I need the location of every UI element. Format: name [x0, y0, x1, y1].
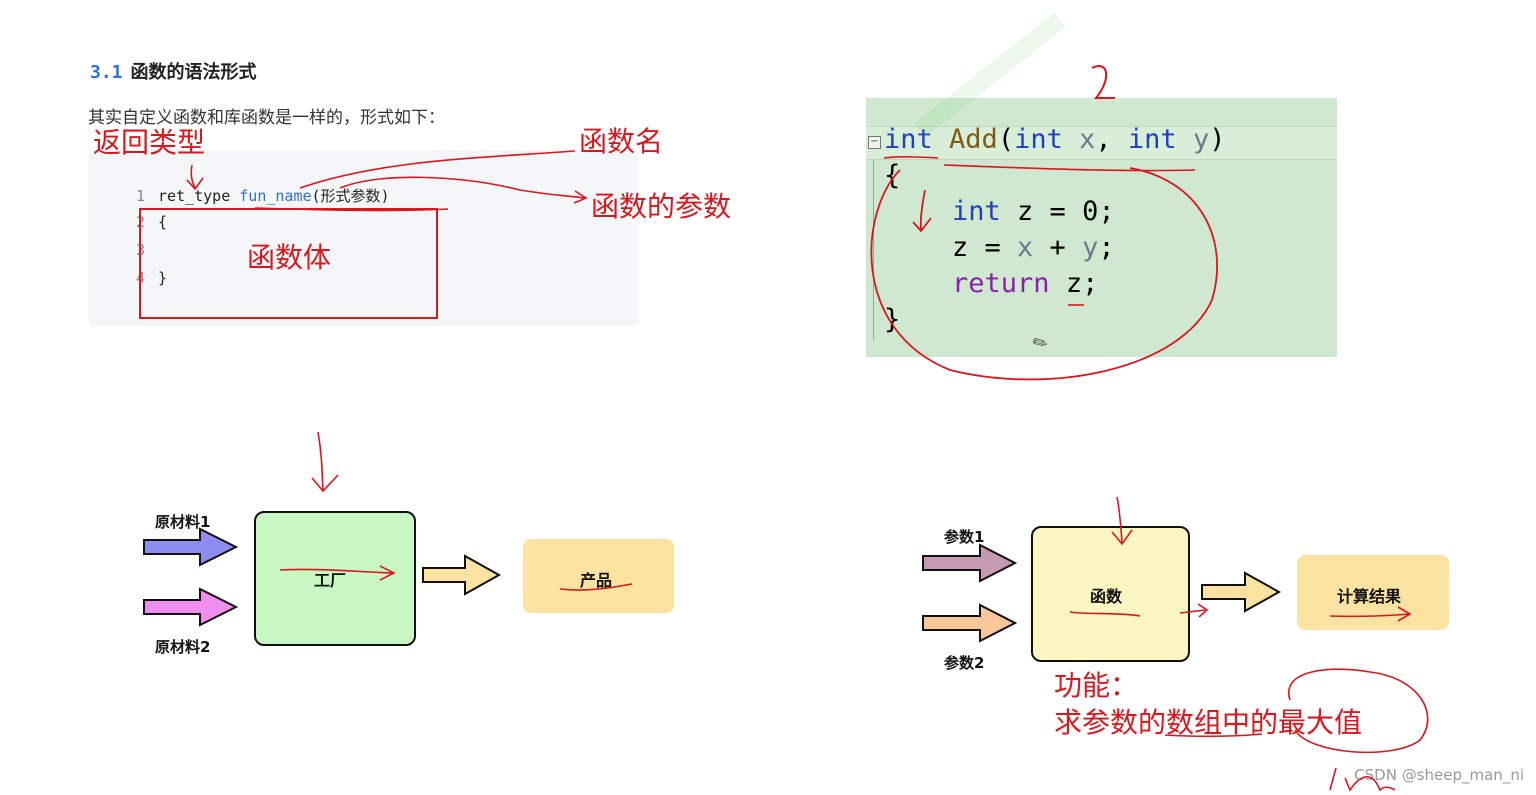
- keyword-int: int: [952, 196, 1001, 227]
- keyword-int: int: [884, 124, 933, 155]
- comma: ,: [1095, 124, 1128, 155]
- annotation-feature-desc: 求参数的数组中的最大值: [1054, 706, 1363, 739]
- factory-output-arrow: [422, 554, 502, 596]
- raw-material-2-arrow: [143, 587, 239, 627]
- result-box: [1297, 555, 1449, 630]
- ide-line-decl: int z = 0;: [952, 196, 1115, 227]
- function-box: [1031, 526, 1190, 662]
- ide-body-ellipse: [870, 167, 1219, 381]
- ide-line-signature: int Add(int x, int y): [884, 124, 1226, 155]
- ide-sig-underline: [943, 164, 1196, 172]
- function-add: Add: [949, 124, 998, 155]
- ide-line-assign: z = x + y;: [952, 232, 1115, 263]
- return-z: z: [1065, 268, 1083, 299]
- var-y: y: [1082, 232, 1099, 263]
- code-block: [88, 150, 639, 326]
- code-text: }: [158, 269, 168, 287]
- diagonal-watermark: [914, 12, 1066, 138]
- return-type-arrow: [186, 164, 204, 191]
- annotation-function-name: 函数名: [579, 125, 664, 158]
- product-underline: [559, 583, 633, 591]
- intro-text: 其实自定义函数和库函数是一样的，形式如下：: [88, 108, 445, 128]
- params-token: (形式参数): [311, 187, 390, 205]
- function-name-token: fun_name: [239, 187, 312, 205]
- function-output-arrow: [1201, 571, 1282, 613]
- semicolon: ;: [1098, 232, 1115, 263]
- var-x: x: [1017, 232, 1034, 263]
- param-2-arrow: [922, 603, 1018, 643]
- param-1-label: 参数1: [944, 528, 985, 546]
- factory-ink-arrow: [279, 565, 396, 581]
- ide-int-underline: [883, 156, 939, 159]
- function-body-rect: [139, 208, 438, 319]
- result-label: 计算结果: [1337, 587, 1402, 606]
- product-box: [523, 539, 674, 613]
- function-name-arrow: [299, 150, 576, 189]
- semicolon: ;: [1082, 268, 1099, 299]
- code-line-1: 1 ret_type fun_name(形式参数): [136, 185, 390, 206]
- raw-material-2-label: 原材料2: [155, 638, 211, 656]
- decl-rest: z = 0;: [1017, 196, 1115, 227]
- factory-label: 工厂: [314, 571, 347, 590]
- ide-line-close-brace: }: [884, 304, 901, 335]
- product-label: 产品: [580, 571, 613, 590]
- fun-name-underline: [254, 207, 449, 212]
- function-label: 函数: [1090, 587, 1123, 606]
- paren-close: ): [1209, 124, 1226, 155]
- keyword-int: int: [1014, 124, 1063, 155]
- param-x: x: [1079, 124, 1096, 155]
- function-output-ink: [1179, 603, 1209, 618]
- raw-material-1-arrow: [143, 527, 239, 567]
- max-value-circle: [1287, 668, 1429, 754]
- result-ink-arrow: [1329, 606, 1412, 622]
- param-y: y: [1192, 124, 1210, 155]
- keyword-int: int: [1127, 124, 1177, 155]
- annotation-return-type: 返回类型: [93, 126, 206, 159]
- line-number: 1: [136, 187, 146, 205]
- params-arrow: [339, 176, 588, 204]
- paren-open: (: [997, 124, 1015, 155]
- ide-down-arrow: [912, 189, 932, 233]
- raw-material-1-label: 原材料1: [155, 513, 211, 531]
- function-underline: [1069, 611, 1141, 617]
- factory-box: [254, 511, 416, 646]
- function-down-arrow: [1111, 496, 1133, 546]
- assign-lhs: z =: [952, 232, 1018, 263]
- current-line-highlight: [866, 126, 1337, 160]
- return-type-token: ret_type: [158, 187, 240, 205]
- ide-line-return: return z;: [952, 268, 1098, 299]
- ide-number-2: [1091, 65, 1115, 99]
- ide-line-open-brace: {: [884, 160, 901, 191]
- param-1-arrow: [922, 543, 1018, 583]
- annotation-function-params: 函数的参数: [591, 190, 732, 223]
- section-title: 3.1 函数的语法形式: [90, 58, 257, 84]
- feature-underline: [1164, 733, 1263, 738]
- bottom-ink-scribble: [1329, 767, 1396, 792]
- watermark: CSDN @sheep_man_ni: [1354, 766, 1524, 784]
- factory-down-arrow: [311, 431, 339, 493]
- fold-guide: [873, 160, 874, 340]
- param-2-label: 参数2: [944, 654, 985, 672]
- plus: +: [1033, 232, 1083, 263]
- keyword-return: return: [952, 268, 1050, 299]
- annotation-feature-title: 功能：: [1054, 669, 1139, 702]
- code-text: {: [158, 213, 168, 231]
- annotation-function-body: 函数体: [247, 241, 332, 274]
- section-number: 3.1: [90, 62, 123, 83]
- collapse-icon[interactable]: −: [868, 136, 881, 149]
- section-title-text: 函数的语法形式: [130, 62, 257, 83]
